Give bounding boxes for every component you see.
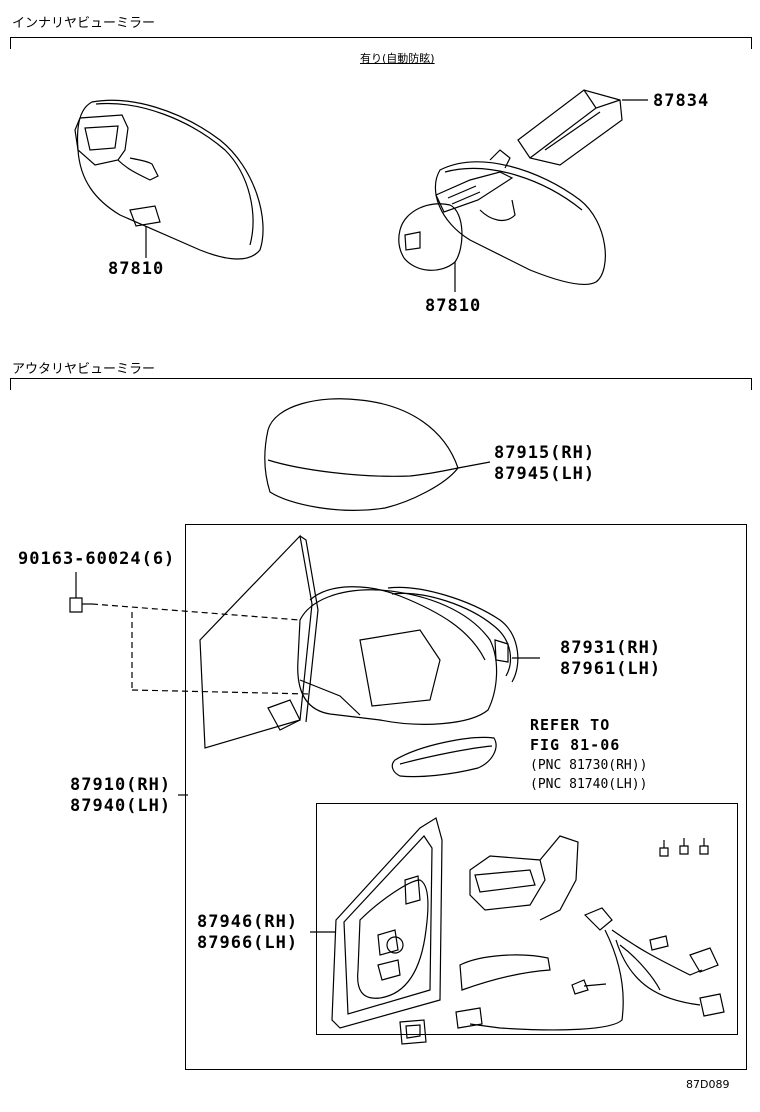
refer-pnc-rh: (PNC 81730(RH)) bbox=[530, 758, 648, 773]
figure-code: 87D089 bbox=[686, 1078, 730, 1091]
part-number-assembly-lh: 87940(LH) bbox=[70, 796, 172, 816]
screw-leader-lines bbox=[91, 603, 311, 695]
part-number-inner-mirror-right: 87810 bbox=[425, 296, 482, 316]
refer-to-line: REFER TO bbox=[530, 716, 611, 734]
mirror-cover-87834-drawing bbox=[517, 89, 648, 166]
part-number-housing-lh: 87961(LH) bbox=[560, 659, 662, 679]
inner-mirror-section-title: インナリヤビューミラー bbox=[12, 16, 156, 31]
part-number-screw: 90163-60024(6) bbox=[18, 549, 176, 569]
part-number-inner-assembly-lh: 87966(LH) bbox=[197, 933, 299, 953]
inner-assembly-box bbox=[316, 803, 738, 1035]
inner-mirror-right-drawing bbox=[398, 149, 606, 292]
part-number-mirror-cover: 87834 bbox=[653, 91, 710, 111]
refer-pnc-lh: (PNC 81740(LH)) bbox=[530, 777, 648, 792]
inner-mirror-left-drawing bbox=[74, 99, 264, 260]
outer-mirror-cap-drawing bbox=[264, 398, 491, 511]
part-number-cap-rh: 87915(RH) bbox=[494, 443, 596, 463]
screw-drawing bbox=[69, 572, 92, 613]
outer-section-rule bbox=[10, 378, 752, 379]
part-number-cap-lh: 87945(LH) bbox=[494, 464, 596, 484]
part-number-inner-assembly-rh: 87946(RH) bbox=[197, 912, 299, 932]
outer-mirror-section-title: アウタリヤビューミラー bbox=[12, 362, 156, 377]
outer-section-rule-left-tick bbox=[10, 378, 11, 390]
variant-label: 有り(自動防眩) bbox=[360, 52, 435, 65]
small-screws-drawing bbox=[659, 838, 709, 857]
refer-fig-line: FIG 81-06 bbox=[530, 736, 621, 754]
outer-section-rule-right-tick bbox=[751, 378, 752, 390]
mirror-actuator-assembly-drawing bbox=[310, 817, 725, 1045]
inner-section-rule-left-tick bbox=[10, 37, 11, 49]
inner-section-rule-right-tick bbox=[751, 37, 752, 49]
part-number-inner-mirror-left: 87810 bbox=[108, 259, 165, 279]
inner-section-rule bbox=[10, 37, 752, 38]
outer-mirror-assembly-drawing bbox=[199, 534, 540, 749]
outer-assembly-box bbox=[185, 524, 747, 1070]
part-number-assembly-rh: 87910(RH) bbox=[70, 775, 172, 795]
turn-signal-lamp-drawing bbox=[391, 736, 497, 778]
part-number-housing-rh: 87931(RH) bbox=[560, 638, 662, 658]
